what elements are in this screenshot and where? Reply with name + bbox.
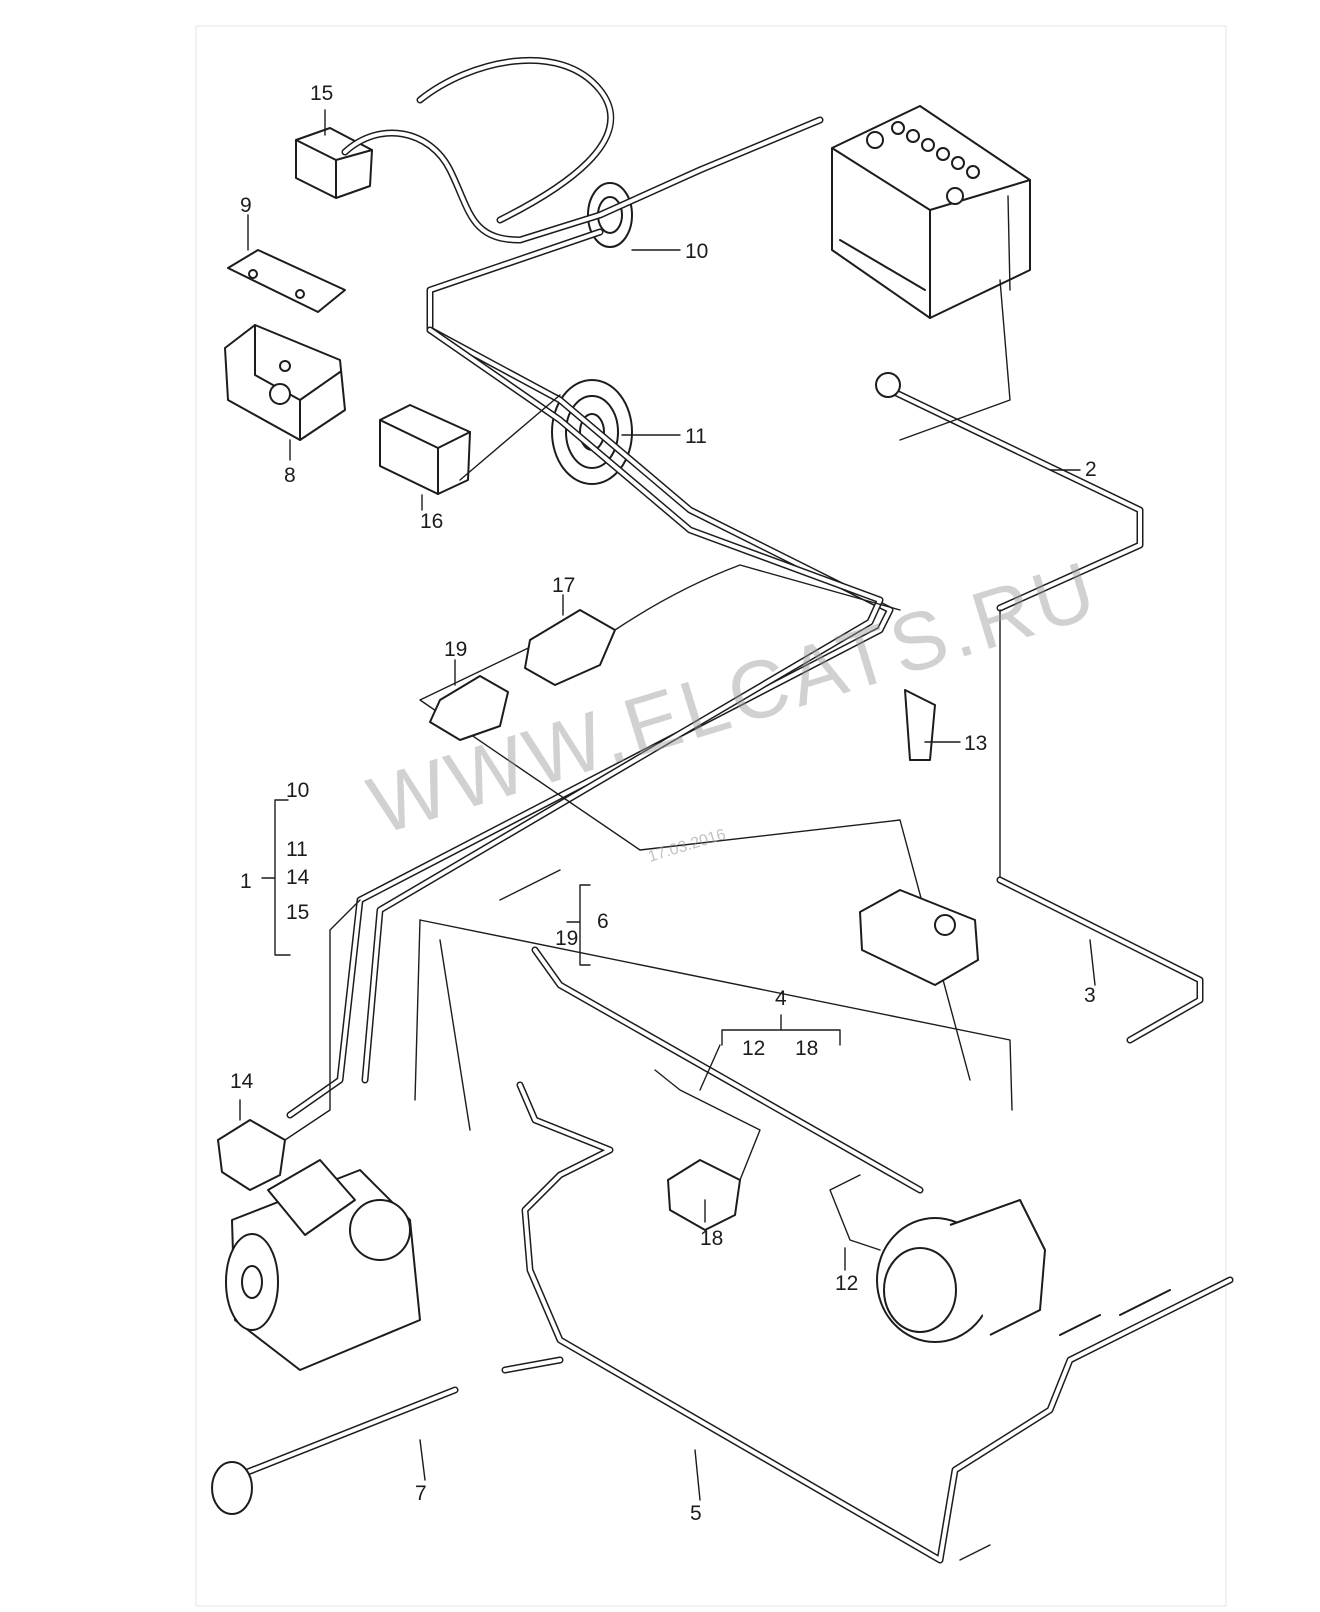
callout-group1-11: 11 xyxy=(286,838,308,861)
callout-5: 5 xyxy=(690,1502,702,1525)
callout-6: 6 xyxy=(597,910,609,933)
starter-motor xyxy=(225,1159,421,1371)
callout-11: 11 xyxy=(685,425,707,448)
callout-2: 2 xyxy=(1085,458,1097,481)
callout-19: 19 xyxy=(444,638,467,661)
callout-group4-18: 18 xyxy=(795,1037,818,1060)
callout-group1-15: 15 xyxy=(286,901,309,924)
plate-9 xyxy=(227,249,346,313)
connector-14 xyxy=(217,899,361,1191)
harness-wires xyxy=(286,56,1013,1131)
drawing-area xyxy=(195,25,1227,1607)
callout-16: 16 xyxy=(420,510,443,533)
callout-labels: 15 9 8 10 11 16 2 17 19 13 3 1 10 11 14 … xyxy=(230,82,1097,1525)
callout-12: 12 xyxy=(835,1272,858,1295)
connector-18 xyxy=(654,1069,761,1231)
callout-15: 15 xyxy=(310,82,333,105)
callout-group6-19: 19 xyxy=(555,927,578,950)
connector-16 xyxy=(379,404,471,495)
callout-18: 18 xyxy=(700,1227,723,1250)
callout-17: 17 xyxy=(552,574,575,597)
callout-13: 13 xyxy=(964,732,987,755)
battery xyxy=(831,105,1031,319)
callout-8: 8 xyxy=(284,464,296,487)
callout-4: 4 xyxy=(775,987,787,1010)
connector-19 xyxy=(429,675,509,741)
callout-14: 14 xyxy=(230,1070,254,1093)
cable-3 xyxy=(996,609,1204,1044)
callout-3: 3 xyxy=(1084,984,1096,1007)
leader-lines xyxy=(239,109,1096,1501)
connector-17 xyxy=(524,564,901,686)
hose-7 xyxy=(211,1356,564,1515)
callout-9: 9 xyxy=(240,194,252,217)
bracket-8 xyxy=(224,324,346,441)
callout-group1-10: 10 xyxy=(286,779,309,802)
cable-2 xyxy=(875,279,1144,612)
callout-10: 10 xyxy=(685,240,708,263)
cable-5 xyxy=(516,1081,1234,1564)
alternator xyxy=(876,1199,1046,1343)
callout-1: 1 xyxy=(240,870,252,893)
callout-7: 7 xyxy=(415,1482,427,1505)
callout-group4-12: 12 xyxy=(742,1037,765,1060)
cable-4 xyxy=(531,946,924,1251)
callout-group1-14: 14 xyxy=(286,866,310,889)
